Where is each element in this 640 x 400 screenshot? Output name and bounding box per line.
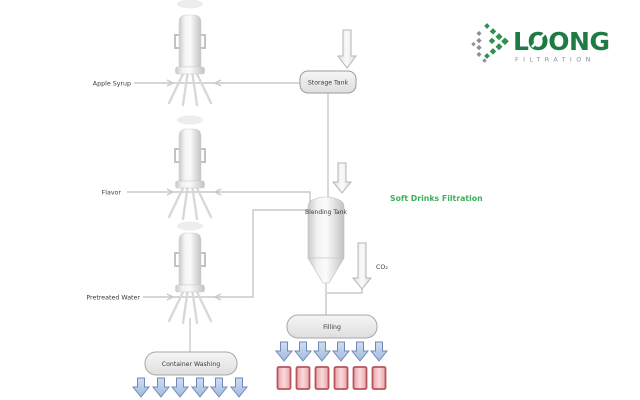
blending-tank-label: Blending Tank (305, 209, 347, 216)
filter-unit-apple-syrup (167, 13, 213, 107)
pipes (127, 79, 363, 352)
down-arrow-icon (294, 341, 312, 362)
input-label-flavor: Flavor (102, 190, 122, 197)
bottles-row (276, 366, 387, 390)
flow-tick-flavor (166, 188, 222, 196)
storage-tank (299, 70, 357, 94)
logo: LOONG FILTRATION (471, 23, 610, 64)
container-washing-label: Container Washing (162, 361, 221, 368)
blending-tank (307, 196, 345, 284)
blending-tank-cone (307, 257, 345, 284)
pipe-co2-to-filling-line (327, 287, 363, 294)
logo-subtitle: FILTRATION (515, 56, 595, 64)
filling-tank (286, 314, 378, 339)
flow-tick-pretreated (166, 293, 222, 301)
faint-cap-1 (177, 0, 203, 9)
filter-unit-pretreated-water (167, 231, 213, 325)
down-arrow-icon (171, 377, 189, 398)
faint-cap-3 (177, 221, 203, 231)
filter-unit-flavor (167, 127, 213, 221)
faint-cap-2 (177, 115, 203, 125)
bottle (352, 366, 368, 390)
down-arrow-icon (351, 341, 369, 362)
bottle (314, 366, 330, 390)
flow-tick-apple-syrup (166, 79, 222, 87)
bottle (333, 366, 349, 390)
bottle (295, 366, 311, 390)
bottle (276, 366, 292, 390)
down-arrow-into-storage-tank (337, 29, 357, 69)
container-washing-tank (144, 351, 238, 376)
co2-label: CO₂ (376, 264, 388, 271)
filling-tank-label: Filling (323, 324, 341, 331)
logo-mark-icon (471, 23, 509, 63)
pipe-flavor-to-blending (127, 191, 318, 202)
blending-tank-body (307, 196, 345, 259)
filling-output-arrows (275, 341, 388, 362)
input-label-apple-syrup: Apple Syrup (93, 81, 131, 88)
down-arrow-icon (313, 341, 331, 362)
pipe-pretreated-to-blending (143, 209, 316, 298)
bottle (371, 366, 387, 390)
down-arrow-into-blending-tank (331, 162, 353, 194)
down-arrow-icon (191, 377, 209, 398)
logo-name: LOONG (513, 27, 610, 56)
diagram-title: Soft Drinks Filtration (390, 194, 483, 203)
input-label-pretreated-water: Pretreated Water (86, 295, 140, 302)
washing-output-arrows (132, 377, 248, 398)
logo-o-slash-accent (531, 30, 548, 48)
down-arrow-icon (210, 377, 228, 398)
down-arrow-icon (152, 377, 170, 398)
down-arrow-icon (332, 341, 350, 362)
down-arrow-icon (132, 377, 150, 398)
down-arrow-icon (275, 341, 293, 362)
co2-feed-arrow (351, 242, 373, 290)
down-arrow-icon (230, 377, 248, 398)
storage-tank-label: Storage Tank (308, 80, 349, 87)
down-arrow-icon (370, 341, 388, 362)
